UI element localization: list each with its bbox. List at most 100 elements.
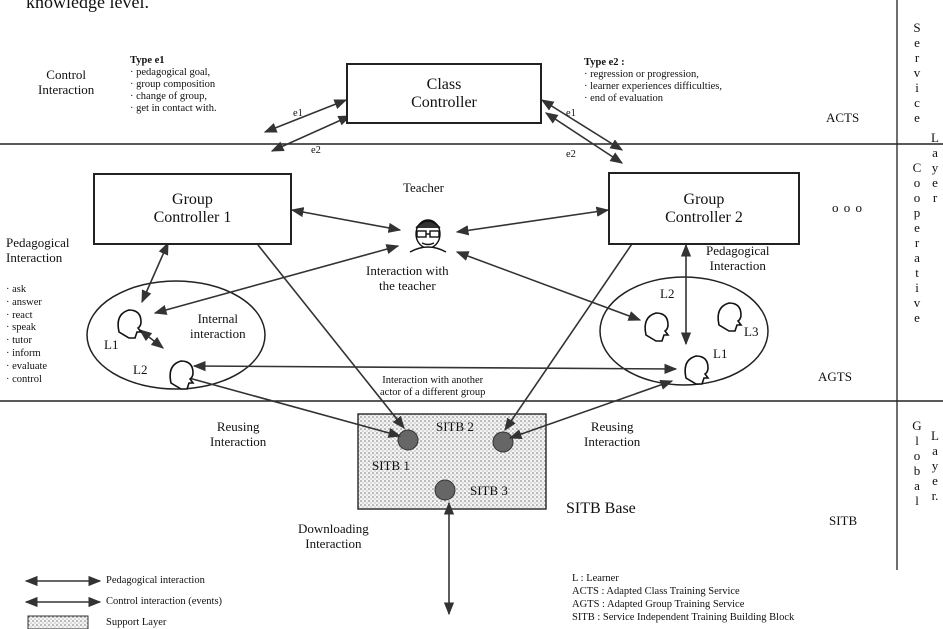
reusing-interaction-left: Reusing Interaction (210, 419, 267, 450)
ped-action: · ask (6, 284, 27, 295)
arrow-l2-l1right (192, 360, 678, 375)
control-interaction-label: Control Interaction (38, 67, 95, 98)
learner-l1-right-label: L1 (713, 346, 728, 361)
reusing-right-line2: Interaction (584, 433, 641, 449)
internal-interaction-label: Internal interaction (190, 311, 246, 342)
ped-left-line1: Pedagogical (6, 235, 70, 250)
arrow-teacher-l2right (455, 251, 642, 321)
teacher-int-line1: Interaction with (366, 263, 449, 278)
ped-action: · inform (6, 347, 41, 359)
arrow-gc2-sitb2 (504, 237, 637, 432)
class-controller-box: Class Controller (346, 63, 542, 124)
abbreviation: SITB : Service Independent Training Buil… (572, 612, 795, 623)
sitb-label: SITB (829, 513, 858, 528)
another-actor-line2: actor of a different group (380, 387, 486, 399)
reusing-interaction-right: Reusing Interaction (584, 419, 641, 450)
interaction-another-actor-label: Interaction with another actor of a diff… (380, 375, 485, 399)
type-e2-item: · learner experiences difficulties, (584, 81, 722, 93)
control-interaction-line1: Control (46, 67, 87, 82)
group-controller-2-box: Group Controller 2 (608, 172, 800, 245)
teacher-icon (409, 219, 447, 253)
legend-support-box (27, 615, 89, 629)
class-controller-line1: Class (426, 75, 462, 93)
legend-support: Support Layer (106, 617, 167, 628)
top-clipped-text: knowledge level. (26, 0, 149, 12)
ped-action: · evaluate (6, 360, 48, 372)
learner-l3-right-head-icon (717, 302, 743, 332)
e1-label-left: e1 (293, 108, 303, 119)
learner-l2-left-head-icon (169, 360, 195, 390)
arrow-internal (138, 329, 165, 349)
type-e1-title: Type e1 (130, 55, 165, 66)
legend-control: Control interaction (events) (106, 596, 223, 607)
legend-pedagogical: Pedagogical interaction (106, 575, 205, 586)
abbreviations-block: L : Learner ACTS : Adapted Class Trainin… (572, 572, 794, 624)
e2-label-right: e2 (566, 149, 576, 160)
internal-line2: interaction (190, 325, 246, 341)
sitb1-label: SITB 1 (372, 458, 410, 473)
class-controller-line2: Controller (411, 93, 477, 111)
ped-action: · speak (6, 322, 37, 334)
ped-left-line2: Interaction (6, 249, 63, 265)
type-e2-item: · regression or progression, (584, 69, 699, 81)
reusing-left-line2: Interaction (210, 433, 267, 449)
learner-l2-right-label: L2 (660, 286, 675, 301)
learner-l1-left-label: L1 (104, 337, 119, 352)
arrow-cc-gc2-a (540, 99, 624, 151)
group-controller-1-box: Group Controller 1 (93, 173, 292, 245)
pedagogical-interaction-left: Pedagogical Interaction (6, 235, 70, 266)
sitb2-dot (492, 431, 514, 453)
arrow-cc-gc1-a (263, 99, 348, 133)
acts-label: ACTS (826, 110, 860, 125)
arrow-teacher-l1 (153, 244, 400, 315)
arrow-gc1-teacher (290, 207, 402, 233)
arrow-reuse-right (508, 379, 674, 440)
agts-label: AGTS (818, 369, 852, 384)
gc1-line1: Group (172, 191, 213, 208)
type-e2-title: Type e2 : (584, 57, 625, 68)
sitb1-dot (397, 429, 419, 451)
sitb3-dot (434, 479, 456, 501)
type-e2-item: · end of evaluation (584, 93, 664, 105)
learner-l2-left-label: L2 (133, 362, 148, 377)
learner-l1-right-head-icon (684, 355, 710, 385)
ped-action: · tutor (6, 335, 32, 347)
ped-action: · answer (6, 296, 42, 308)
downloading-line1: Downloading (298, 521, 369, 536)
learner-l3-right-label: L3 (744, 324, 759, 339)
abbreviation: L : Learner (572, 573, 619, 584)
internal-line1: Internal (197, 311, 238, 326)
gc2-line2: Controller 2 (665, 208, 743, 226)
sitb3-label: SITB 3 (470, 483, 508, 498)
e2-label-left: e2 (311, 145, 321, 156)
ped-action: · react (6, 309, 33, 321)
control-interaction-line2: Interaction (38, 81, 95, 97)
abbreviation: ACTS : Adapted Class Training Service (572, 586, 740, 597)
gc2-line1: Group (683, 190, 725, 208)
reusing-left-line1: Reusing (216, 419, 260, 434)
type-e2-block: Type e2 : · regression or progression, ·… (584, 57, 722, 105)
sitb-base-label: SITB Base (566, 500, 636, 517)
ped-right-line1: Pedagogical (706, 243, 770, 258)
downloading-interaction: Downloading Interaction (298, 521, 369, 552)
arrow-reuse-left (176, 373, 402, 438)
gc1-line2: Controller 1 (153, 209, 232, 226)
type-e1-item: · pedagogical goal, (130, 67, 211, 79)
arrow-cc-gc2-b (544, 112, 624, 164)
ped-action: · control (6, 373, 42, 385)
more-groups-ellipsis: o o o (832, 200, 863, 215)
arrow-gc1-l1 (141, 241, 169, 304)
e1-label-right: e1 (566, 108, 576, 119)
arrow-cc-gc1-b (270, 115, 352, 152)
learner-l1-left-head-icon (117, 309, 143, 339)
ped-right-line2: Interaction (709, 257, 766, 273)
learner-l2-right-head-icon (644, 312, 670, 342)
arrow-gc2-teacher (455, 206, 610, 236)
arrow-gc1-sitb1 (257, 244, 405, 430)
